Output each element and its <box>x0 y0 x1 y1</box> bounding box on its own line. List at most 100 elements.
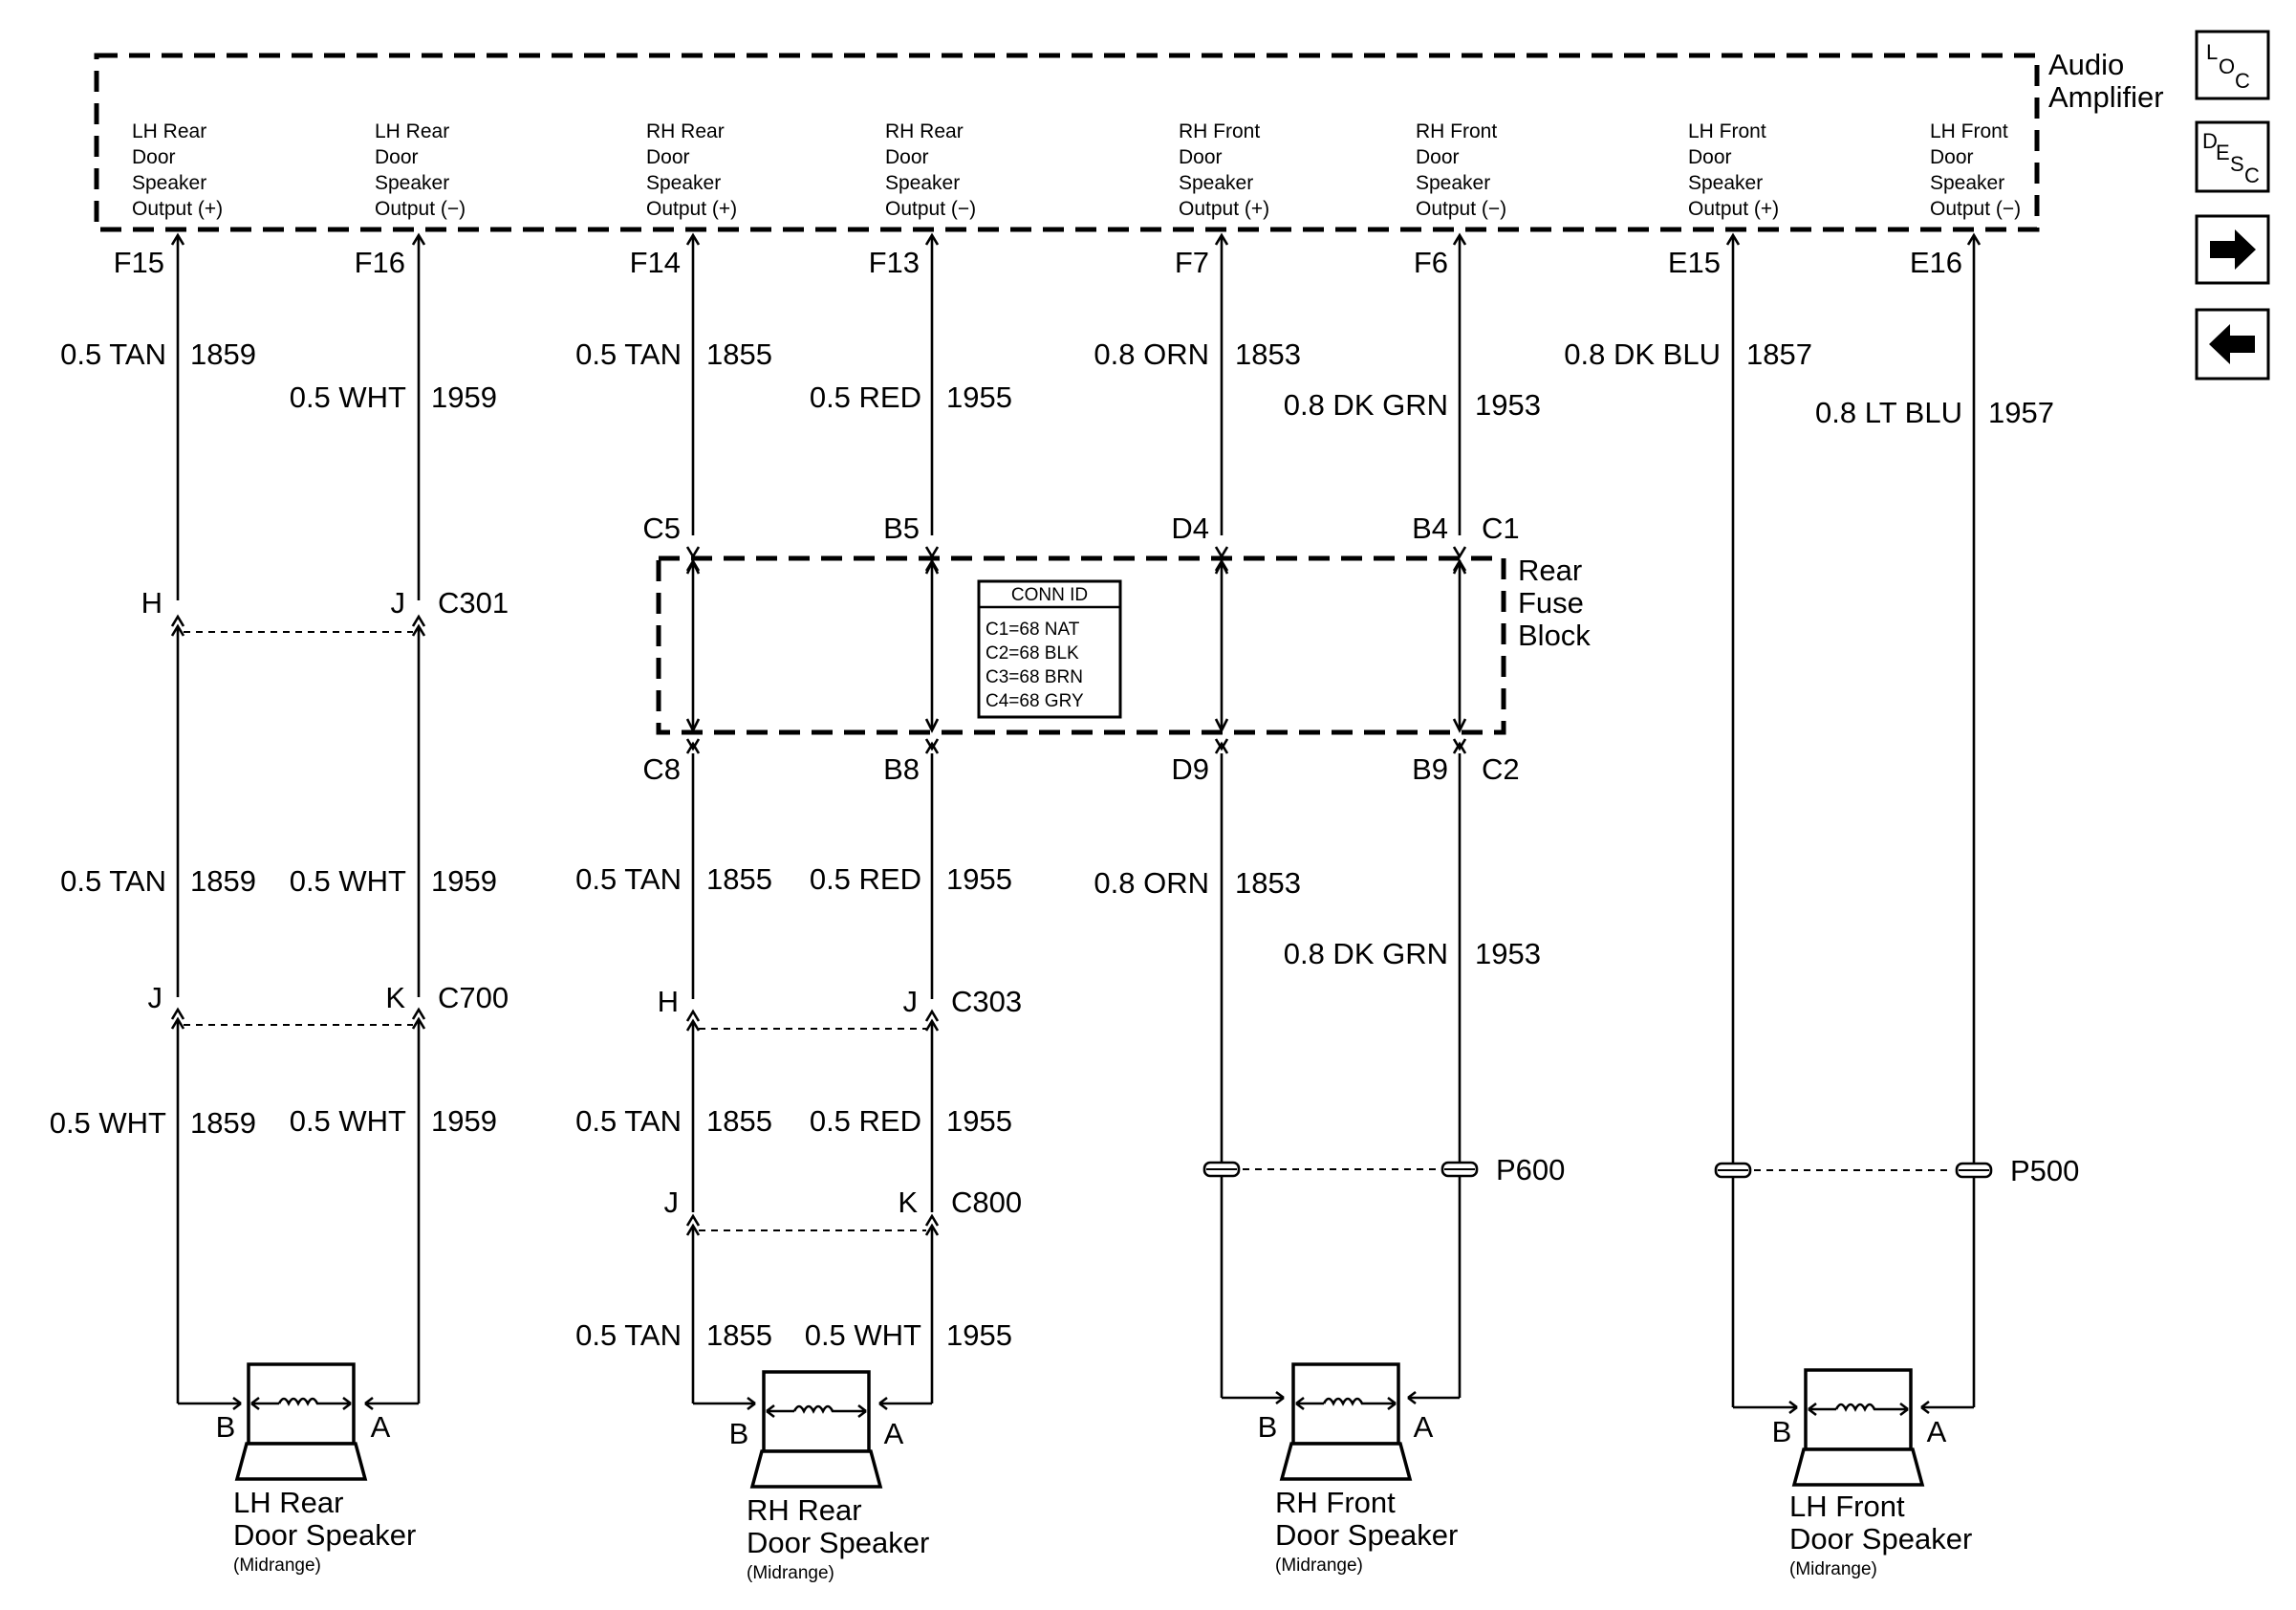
amp-pin-f15: F15 <box>114 246 164 279</box>
svg-text:Block: Block <box>1518 619 1591 652</box>
loc-button[interactable]: L O C <box>2195 30 2270 100</box>
next-page-button[interactable] <box>2195 214 2270 285</box>
amplifier-title-line-1: Audio <box>2048 48 2124 81</box>
speaker-lh-front: B A LH Front Door Speaker (Midrange) <box>1772 1368 1972 1579</box>
svg-text:Output (−): Output (−) <box>1416 198 1506 220</box>
svg-text:Door: Door <box>1688 146 1732 168</box>
svg-text:Output (−): Output (−) <box>375 198 466 220</box>
svg-text:RH Front: RH Front <box>1416 120 1497 142</box>
amp-pin-f14: F14 <box>630 246 681 279</box>
svg-text:0.5 WHT: 0.5 WHT <box>805 1318 921 1352</box>
fuse-connector-c2: C2 <box>1482 752 1520 786</box>
svg-text:Door: Door <box>132 146 176 168</box>
svg-text:0.5 WHT: 0.5 WHT <box>290 864 406 898</box>
svg-text:0.5 TAN: 0.5 TAN <box>575 1104 682 1138</box>
rear-fuse-block: Rear Fuse Block C5 B5 D4 B4 C1 C8 B8 D9 … <box>642 511 1591 786</box>
wire-gauge: 0.8 DK BLU <box>1564 337 1721 371</box>
speaker-pin-a: A <box>371 1410 391 1444</box>
svg-text:D: D <box>2202 129 2218 153</box>
output-label-rh-front-plus: RH Front Door Speaker Output (+) <box>1179 120 1269 220</box>
svg-text:0.8 DK GRN: 0.8 DK GRN <box>1284 937 1448 970</box>
svg-text:L: L <box>2206 40 2218 64</box>
fuse-block-outline <box>656 555 1506 735</box>
prev-page-button[interactable] <box>2195 308 2270 381</box>
svg-text:1953: 1953 <box>1475 937 1541 970</box>
svg-text:J: J <box>391 586 406 620</box>
svg-text:Speaker: Speaker <box>885 172 960 194</box>
amp-pin-f16: F16 <box>355 246 405 279</box>
svg-text:1959: 1959 <box>431 1104 497 1138</box>
conn-id-row: C1=68 NAT <box>986 620 1080 640</box>
output-label-lh-rear-plus: LH Rear Door Speaker Output (+) <box>132 120 223 220</box>
svg-text:Door Speaker: Door Speaker <box>1275 1518 1458 1552</box>
amplifier-outline <box>94 53 2040 232</box>
wire-circuit: 1959 <box>431 381 497 414</box>
svg-text:K: K <box>385 981 405 1014</box>
svg-text:Speaker: Speaker <box>1930 172 2004 194</box>
svg-text:LH Rear: LH Rear <box>375 120 449 142</box>
svg-text:Fuse: Fuse <box>1518 586 1584 620</box>
speaker-rh-front: B A RH Front Door Speaker (Midrange) <box>1258 1362 1458 1576</box>
svg-text:C301: C301 <box>438 586 509 620</box>
svg-text:1959: 1959 <box>431 864 497 898</box>
speaker-pin-b: B <box>216 1410 236 1444</box>
svg-text:J: J <box>148 981 163 1014</box>
wire-gauge: 0.8 LT BLU <box>1815 396 1962 429</box>
fuse-pin-b4: B4 <box>1412 511 1448 545</box>
svg-text:Door: Door <box>646 146 690 168</box>
wire-circuit: 1957 <box>1988 396 2054 429</box>
svg-text:Speaker: Speaker <box>1179 172 1253 194</box>
fuse-pin-c5: C5 <box>642 511 681 545</box>
right-arrow-icon <box>2210 229 2256 270</box>
left-arrow-icon <box>2209 324 2255 364</box>
output-label-rh-rear-minus: RH Rear Door Speaker Output (−) <box>885 120 976 220</box>
speaker-subtitle: (Midrange) <box>233 1556 321 1576</box>
wire-gauge: 0.5 TAN <box>60 337 166 371</box>
svg-text:P500: P500 <box>2010 1154 2079 1187</box>
svg-text:C700: C700 <box>438 981 509 1014</box>
speaker-name: Door Speaker <box>233 1518 416 1552</box>
amplifier-title-line-2: Amplifier <box>2048 80 2164 114</box>
connector-c303: H J C303 <box>658 985 1022 1030</box>
wire-circuit: 1853 <box>1235 337 1301 371</box>
svg-text:Door: Door <box>1930 146 1974 168</box>
svg-text:B: B <box>1258 1410 1278 1444</box>
svg-text:RH Rear: RH Rear <box>747 1493 862 1527</box>
wire-gauge: 0.5 RED <box>810 381 921 414</box>
svg-text:1855: 1855 <box>706 862 772 896</box>
svg-text:Door: Door <box>375 146 419 168</box>
svg-text:Speaker: Speaker <box>1416 172 1490 194</box>
svg-text:H: H <box>141 586 162 620</box>
svg-text:Speaker: Speaker <box>375 172 449 194</box>
svg-text:1859: 1859 <box>190 864 256 898</box>
connector-c700: J K C700 <box>148 981 509 1026</box>
wire-labels-top: 0.5 TAN 1859 0.5 WHT 1959 0.5 TAN 1855 0… <box>60 337 2054 429</box>
svg-text:J: J <box>903 985 919 1018</box>
wire-circuit: 1855 <box>706 337 772 371</box>
speaker-rh-rear: B A RH Rear Door Speaker (Midrange) <box>729 1370 929 1583</box>
svg-text:Output (+): Output (+) <box>132 198 223 220</box>
desc-button[interactable]: D E S C <box>2195 120 2270 193</box>
fuse-connector-c1: C1 <box>1482 511 1520 545</box>
svg-text:LH Rear: LH Rear <box>132 120 206 142</box>
audio-amplifier: Audio Amplifier LH Rear Door Speaker Out… <box>94 48 2164 279</box>
svg-text:Output (+): Output (+) <box>1179 198 1269 220</box>
svg-text:Door: Door <box>885 146 929 168</box>
wire-circuit: 1955 <box>946 381 1012 414</box>
svg-text:1955: 1955 <box>946 862 1012 896</box>
fuse-pin-b5: B5 <box>883 511 920 545</box>
svg-text:H: H <box>658 985 679 1018</box>
svg-text:RH Front: RH Front <box>1275 1486 1396 1519</box>
svg-text:(Midrange): (Midrange) <box>747 1563 834 1583</box>
connector-c800: J K C800 <box>664 1186 1022 1231</box>
svg-text:E: E <box>2216 141 2230 164</box>
svg-text:RH Rear: RH Rear <box>646 120 725 142</box>
wire-gauge: 0.5 WHT <box>290 381 406 414</box>
output-label-rh-front-minus: RH Front Door Speaker Output (−) <box>1416 120 1506 220</box>
wire-lines <box>170 232 1982 1409</box>
wire-gauge: 0.8 ORN <box>1094 337 1209 371</box>
svg-text:A: A <box>884 1417 904 1450</box>
svg-text:Speaker: Speaker <box>132 172 206 194</box>
svg-text:Door: Door <box>1179 146 1223 168</box>
